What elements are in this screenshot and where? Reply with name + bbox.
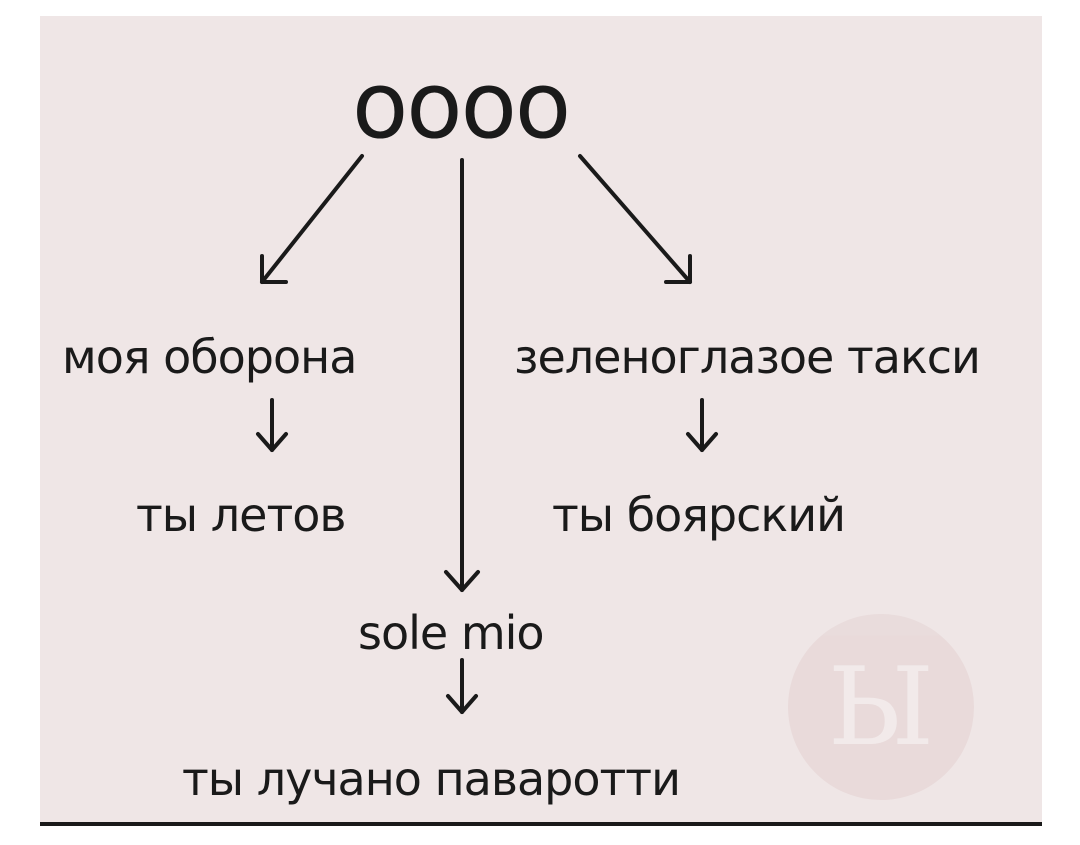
watermark-logo: Ы <box>788 614 974 800</box>
left-branch-child: ты летов <box>136 488 346 542</box>
right-branch-label: зеленоглазое такси <box>514 330 981 384</box>
arrow-icon <box>444 158 480 592</box>
arrow-icon <box>256 398 288 452</box>
watermark-glyph: Ы <box>827 644 935 770</box>
diagram-card: Ы oooo моя оборона ты летов зеленоглазое… <box>40 16 1042 826</box>
arrow-icon <box>686 398 718 452</box>
left-branch-label: моя оборона <box>62 330 357 384</box>
center-branch-label: sole mio <box>358 606 545 660</box>
arrow-icon <box>260 154 364 284</box>
center-branch-child: ты лучано паваротти <box>182 752 681 806</box>
right-branch-child: ты боярский <box>552 488 846 542</box>
arrows-layer <box>256 154 718 714</box>
arrow-icon <box>446 658 478 714</box>
root-node: oooo <box>352 52 571 159</box>
arrow-icon <box>578 154 692 284</box>
